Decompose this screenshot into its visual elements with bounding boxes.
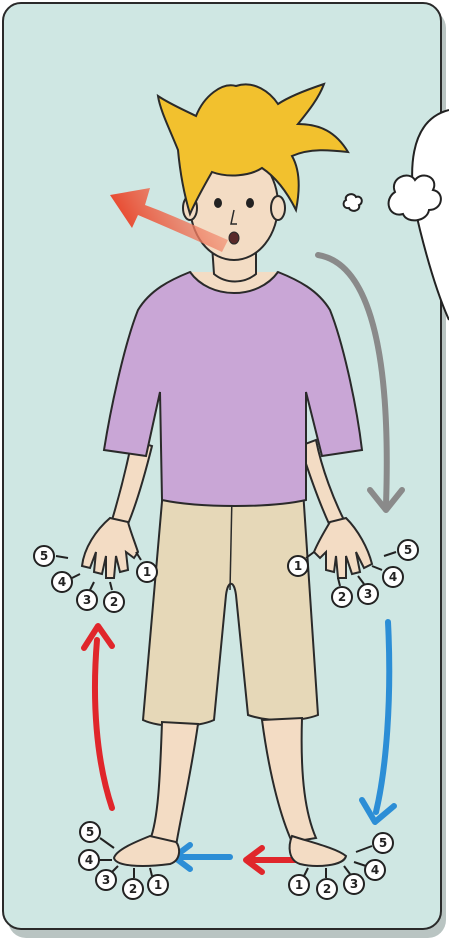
left-hand-label-5: 5 [40,549,48,563]
right-eye [246,198,254,208]
left-hand-label-4: 4 [58,575,66,589]
right-foot-label-3: 3 [350,877,358,891]
left-foot-label-3: 3 [102,873,110,887]
left-foot-label-4: 4 [85,853,93,867]
mouth [229,232,239,244]
right-foot-label-1: 1 [295,878,303,892]
right-ear [271,196,285,220]
left-foot-label-1: 1 [154,878,162,892]
left-hand-label-2: 2 [110,595,118,609]
left-eye [214,198,222,208]
right-hand-label-1: 1 [294,559,302,573]
left-hand-label-1: 1 [143,565,151,579]
right-hand-label-2: 2 [338,590,346,604]
left-foot-label-5: 5 [86,825,94,839]
right-hand-label-4: 4 [389,570,397,584]
right-hand-label-3: 3 [364,587,372,601]
right-hand-label-5: 5 [404,543,412,557]
right-foot-label-5: 5 [379,836,387,850]
left-hand-label-3: 3 [83,593,91,607]
right-foot-label-4: 4 [371,863,379,877]
right-foot-label-2: 2 [323,882,331,896]
thought-bubble-small [344,194,362,211]
left-foot-label-2: 2 [129,882,137,896]
